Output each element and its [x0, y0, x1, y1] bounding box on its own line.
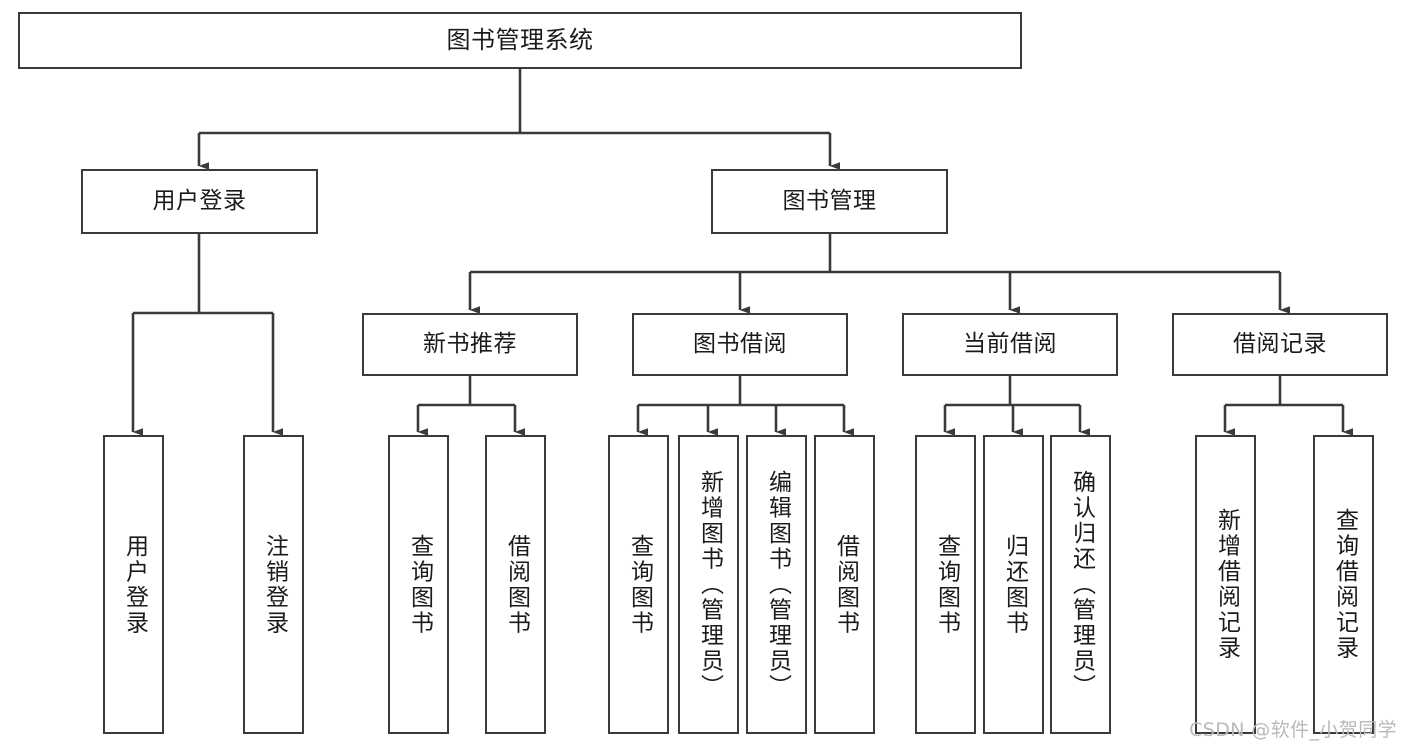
leaf-user-login[interactable]: 用户登录 — [103, 435, 164, 734]
node-label: 用户登录 — [121, 533, 148, 636]
node-label: 借阅图书 — [832, 533, 859, 636]
leaf-borrow-add-book-admin[interactable]: 新增图书（管理员） — [678, 435, 739, 734]
node-label: 确认归还（管理员） — [1068, 469, 1095, 700]
leaf-record-query-record[interactable]: 查询借阅记录 — [1313, 435, 1374, 734]
node-label: 图书借阅 — [693, 330, 787, 357]
node-book-borrow[interactable]: 图书借阅 — [632, 313, 848, 376]
node-root-system[interactable]: 图书管理系统 — [18, 12, 1022, 69]
node-label: 新增借阅记录 — [1213, 508, 1240, 661]
leaf-user-logout[interactable]: 注销登录 — [243, 435, 304, 734]
node-label: 借阅图书 — [503, 533, 530, 636]
node-label: 查询图书 — [933, 533, 960, 636]
node-label: 图书管理系统 — [446, 26, 594, 55]
leaf-current-confirm-return-admin[interactable]: 确认归还（管理员） — [1050, 435, 1111, 734]
leaf-newbook-query-book[interactable]: 查询图书 — [388, 435, 449, 734]
leaf-record-add-record[interactable]: 新增借阅记录 — [1195, 435, 1256, 734]
node-label: 用户登录 — [152, 187, 247, 214]
node-user-login[interactable]: 用户登录 — [81, 169, 318, 234]
node-label: 借阅记录 — [1233, 330, 1327, 357]
node-current-borrow[interactable]: 当前借阅 — [902, 313, 1118, 376]
leaf-borrow-query-book[interactable]: 查询图书 — [608, 435, 669, 734]
leaf-current-query-book[interactable]: 查询图书 — [915, 435, 976, 734]
node-label: 新书推荐 — [423, 330, 517, 357]
node-label: 注销登录 — [261, 533, 288, 636]
node-book-management[interactable]: 图书管理 — [711, 169, 948, 234]
node-label: 编辑图书（管理员） — [764, 469, 791, 700]
node-label: 新增图书（管理员） — [696, 469, 723, 700]
node-label: 归还图书 — [1001, 533, 1028, 636]
node-label: 查询借阅记录 — [1331, 508, 1358, 661]
node-new-book-recommend[interactable]: 新书推荐 — [362, 313, 578, 376]
leaf-borrow-edit-book-admin[interactable]: 编辑图书（管理员） — [746, 435, 807, 734]
leaf-newbook-borrow-book[interactable]: 借阅图书 — [485, 435, 546, 734]
node-label: 查询图书 — [406, 533, 433, 636]
leaf-current-return-book[interactable]: 归还图书 — [983, 435, 1044, 734]
leaf-borrow-lend-book[interactable]: 借阅图书 — [814, 435, 875, 734]
node-borrow-record[interactable]: 借阅记录 — [1172, 313, 1388, 376]
node-label: 当前借阅 — [963, 330, 1057, 357]
node-label: 查询图书 — [626, 533, 653, 636]
node-label: 图书管理 — [782, 187, 877, 214]
